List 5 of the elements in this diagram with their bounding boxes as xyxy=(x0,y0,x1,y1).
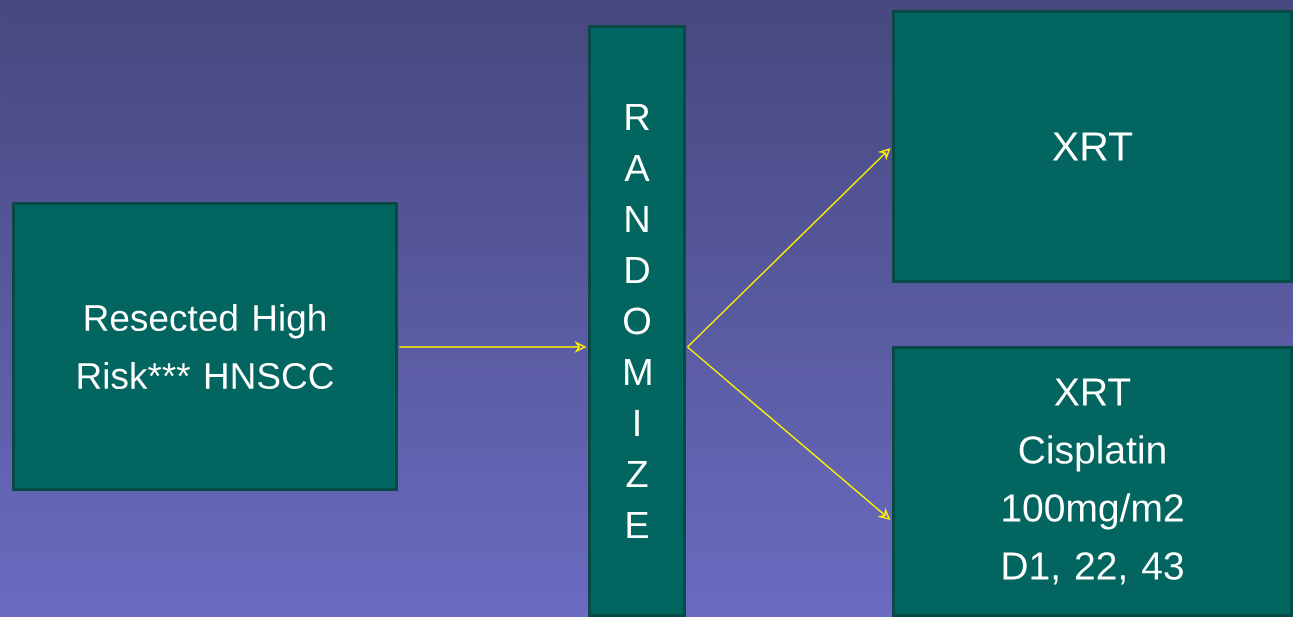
randomize-bar: R A N D O M I Z E xyxy=(588,25,686,617)
process-box: Resected High Risk*** HNSCC xyxy=(12,202,398,491)
process-box: XRT xyxy=(892,10,1293,283)
arrow xyxy=(686,148,891,348)
process-box: XRT Cisplatin 100mg/m2 D1, 22, 43 xyxy=(892,346,1293,617)
